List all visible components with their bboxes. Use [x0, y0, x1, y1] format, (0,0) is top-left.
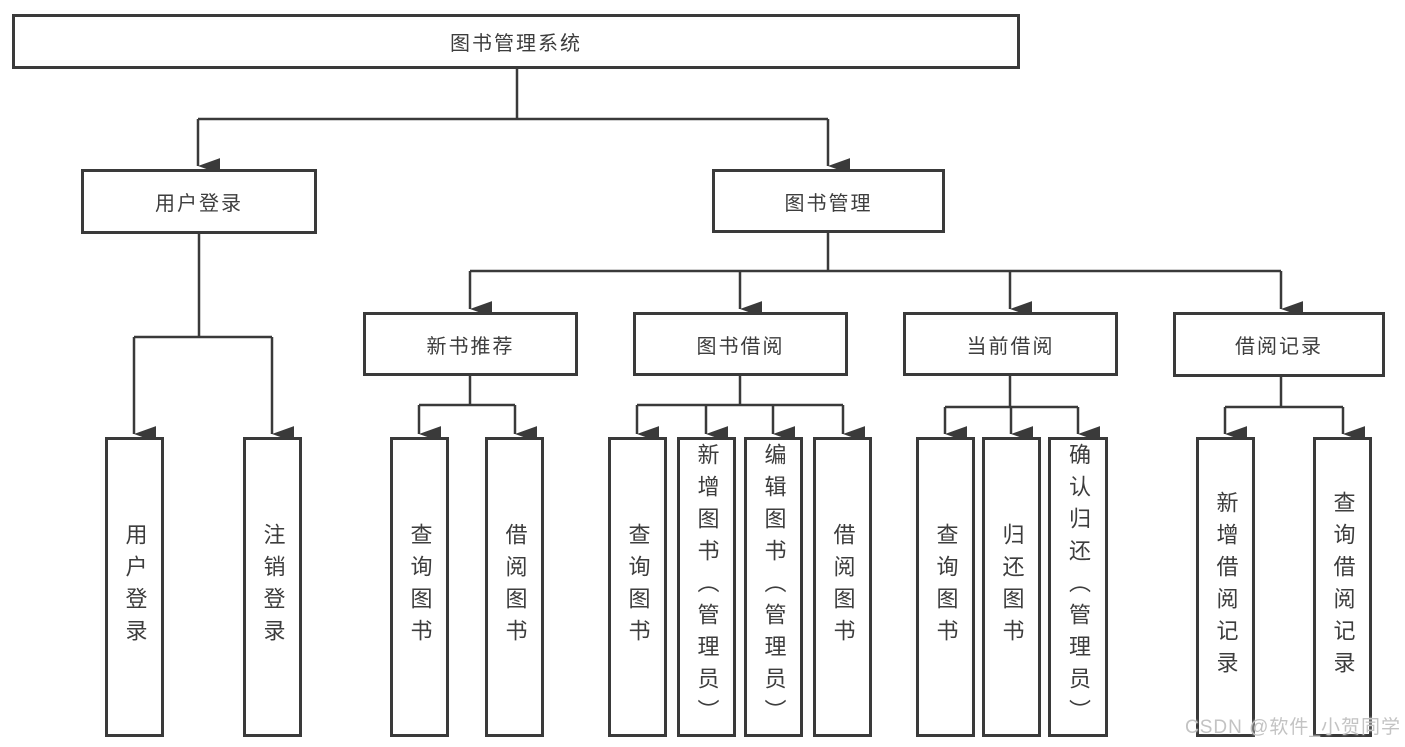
node-book-management-label: 图书管理: [784, 192, 873, 215]
node-borrow-records-label: 借阅记录: [1235, 336, 1323, 358]
leaf-user-login-label: 用户登录: [122, 523, 148, 651]
node-book-management: 图书管理: [712, 169, 945, 233]
leaf-cb-confirm-return-admin: 确认归还（管理员）: [1048, 437, 1108, 737]
connector-user-login-bus: [134, 234, 272, 339]
leaf-br-add-record: 新增借阅记录: [1196, 437, 1255, 737]
leaf-cb-return-books: 归还图书: [982, 437, 1041, 737]
node-current-borrow-label: 当前借阅: [966, 335, 1055, 358]
node-book-borrow: 图书借阅: [633, 312, 848, 376]
leaf-logout-label: 注销登录: [260, 523, 286, 651]
leaf-cb-query-books: 查询图书: [916, 437, 975, 737]
node-root-label: 图书管理系统: [450, 33, 582, 55]
node-book-borrow-label: 图书借阅: [696, 335, 785, 358]
node-current-borrow: 当前借阅: [903, 312, 1118, 376]
connector-book-mgmt-bus: [470, 233, 1281, 273]
node-user-login: 用户登录: [81, 169, 317, 234]
csdn-watermark: CSDN @软件_小贺同学: [1185, 717, 1401, 738]
connector-root-bus: [198, 69, 828, 121]
leaf-br-query-record: 查询借阅记录: [1313, 437, 1372, 737]
leaf-nb-borrow-books-label: 借阅图书: [502, 523, 528, 651]
leaf-cb-query-books-label: 查询图书: [933, 523, 959, 651]
leaf-br-add-record-label: 新增借阅记录: [1213, 491, 1239, 683]
leaf-bb-query-books-label: 查询图书: [625, 523, 651, 651]
leaf-br-query-record-label: 查询借阅记录: [1330, 491, 1356, 683]
node-borrow-records: 借阅记录: [1173, 312, 1385, 377]
connector-new-books-bus: [419, 376, 515, 407]
leaf-bb-borrow-books: 借阅图书: [813, 437, 872, 737]
connector-current-borrow-bus: [945, 376, 1078, 409]
leaf-bb-edit-books-admin: 编辑图书（管理员）: [744, 437, 803, 737]
leaf-nb-query-books: 查询图书: [390, 437, 449, 737]
connector-borrow-records-bus: [1225, 377, 1343, 409]
leaf-bb-add-books-admin: 新增图书（管理员）: [677, 437, 736, 737]
leaf-bb-query-books: 查询图书: [608, 437, 667, 737]
connector-book-borrow-bus: [637, 376, 843, 407]
node-new-book-recommend: 新书推荐: [363, 312, 578, 376]
node-root-system: 图书管理系统: [12, 14, 1020, 69]
leaf-cb-confirm-return-admin-label: 确认归还（管理员）: [1066, 443, 1091, 731]
node-user-login-label: 用户登录: [155, 193, 243, 215]
leaf-bb-borrow-books-label: 借阅图书: [830, 523, 856, 651]
leaf-bb-add-books-admin-label: 新增图书（管理员）: [694, 443, 720, 731]
leaf-logout: 注销登录: [243, 437, 302, 737]
node-new-book-recommend-label: 新书推荐: [426, 335, 515, 358]
leaf-nb-query-books-label: 查询图书: [407, 523, 433, 651]
leaf-cb-return-books-label: 归还图书: [999, 523, 1025, 651]
leaf-bb-edit-books-admin-label: 编辑图书（管理员）: [761, 443, 787, 731]
leaf-nb-borrow-books: 借阅图书: [485, 437, 544, 737]
leaf-user-login: 用户登录: [105, 437, 164, 737]
